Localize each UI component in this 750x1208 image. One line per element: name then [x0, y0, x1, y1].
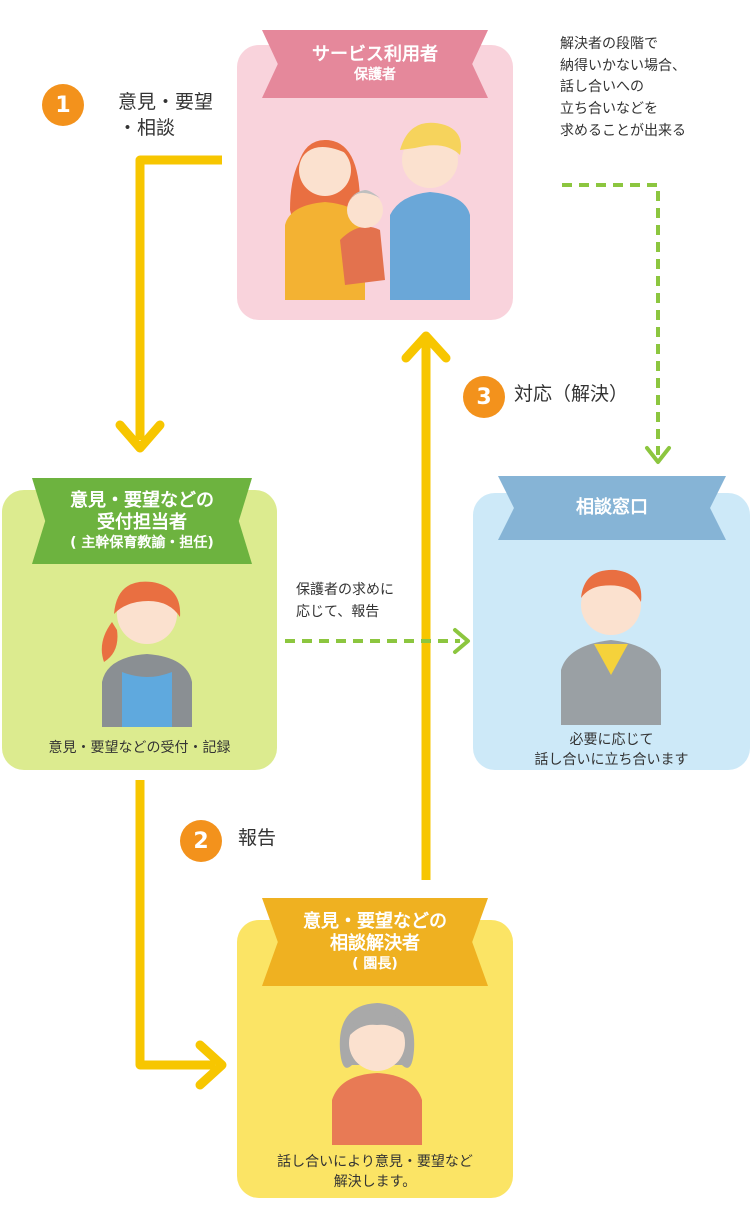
- window-ribbon: 相談窓口: [498, 476, 726, 540]
- step1-badge: 1: [42, 84, 84, 126]
- dashed-arrow-user-window-head: [645, 446, 671, 464]
- note-line: 納得いかない場合、: [560, 57, 686, 74]
- window-title: 相談窓口: [576, 496, 648, 518]
- principal-title-1: 意見・要望などの: [303, 910, 447, 932]
- note-line: 解決者の段階で: [560, 36, 658, 52]
- window-caption: 必要に応じて 話し合いに立ち合います: [473, 730, 750, 771]
- arrow-step2: [135, 780, 215, 1070]
- note-line: 立ち合いなどを: [560, 101, 658, 118]
- report-note: 保護者の求めに 応じて、報告: [296, 580, 394, 623]
- step3-label: 対応（解決）: [514, 383, 629, 405]
- top-right-note: 解決者の段階で 納得いかない場合、 話し合いへの 立ち合いなどを 求めることが出…: [560, 34, 686, 142]
- report-note-line: 応じて、報告: [296, 603, 380, 620]
- principal-caption-line1: 話し合いにより意見・要望など: [277, 1154, 473, 1170]
- service-user-subtitle: 保護者: [354, 66, 396, 83]
- step1-label-line2: ・相談: [118, 116, 176, 139]
- principal-title-3: ( 園長): [352, 955, 398, 972]
- step1-label-line1: 意見・要望: [118, 91, 214, 113]
- principal-ribbon: 意見・要望などの 相談解決者 ( 園長): [262, 898, 488, 986]
- note-line: 話し合いへの: [560, 79, 644, 96]
- family-illustration: [285, 122, 470, 300]
- step2-badge: 2: [180, 820, 222, 862]
- principal-illustration: [332, 1003, 422, 1145]
- window-staff-illustration: [561, 569, 661, 725]
- step2-label: 報告: [238, 827, 277, 849]
- staff-ribbon: 意見・要望などの 受付担当者 ( 主幹保育教諭・担任): [32, 478, 252, 564]
- step3-badge: 3: [463, 376, 505, 418]
- note-line: 求めることが出来る: [560, 122, 686, 139]
- staff-title-3: ( 主幹保育教諭・担任): [70, 534, 214, 551]
- arrow-step3-head: [401, 331, 451, 363]
- service-user-ribbon: サービス利用者 保護者: [262, 30, 488, 98]
- staff-illustration: [101, 581, 192, 727]
- arrow-step1: [135, 155, 222, 440]
- staff-title-2: 受付担当者: [97, 512, 187, 534]
- window-caption-line2: 話し合いに立ち合います: [534, 752, 689, 769]
- staff-title-1: 意見・要望などの: [70, 489, 214, 511]
- principal-caption: 話し合いにより意見・要望など 解決します。: [237, 1152, 513, 1193]
- arrow-step1-head: [115, 420, 165, 453]
- window-caption-line1: 必要に応じて: [569, 732, 654, 748]
- service-user-title: サービス利用者: [312, 44, 438, 65]
- step1-label: 意見・要望 ・相談: [118, 90, 213, 141]
- arrow-step2-head: [195, 1040, 227, 1090]
- dashed-arrow-staff-window-head: [453, 628, 470, 654]
- dashed-arrow-user-window: [562, 183, 660, 455]
- report-note-line: 保護者の求めに: [296, 582, 394, 598]
- principal-caption-line2: 解決します。: [333, 1174, 417, 1191]
- staff-caption: 意見・要望などの受付・記録: [48, 740, 231, 756]
- principal-title-2: 相談解決者: [330, 933, 420, 955]
